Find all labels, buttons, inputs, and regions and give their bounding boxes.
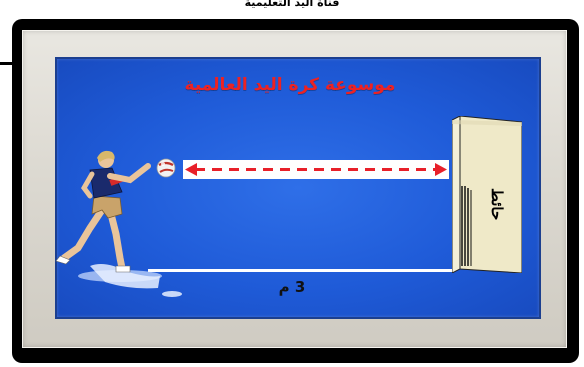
top-clipped-strip: قناة اليد التعليمية xyxy=(0,0,584,20)
clipped-header-text: قناة اليد التعليمية xyxy=(0,0,584,9)
panel-title: موسوعة كرة اليد العالمية xyxy=(150,72,430,98)
floor-line xyxy=(148,269,455,272)
distance-label: 3 م xyxy=(262,276,322,298)
wall-label: حائط xyxy=(478,184,506,224)
double-arrow-icon xyxy=(183,160,449,179)
player-figure xyxy=(50,148,190,300)
distance-arrow-bar xyxy=(183,160,449,179)
